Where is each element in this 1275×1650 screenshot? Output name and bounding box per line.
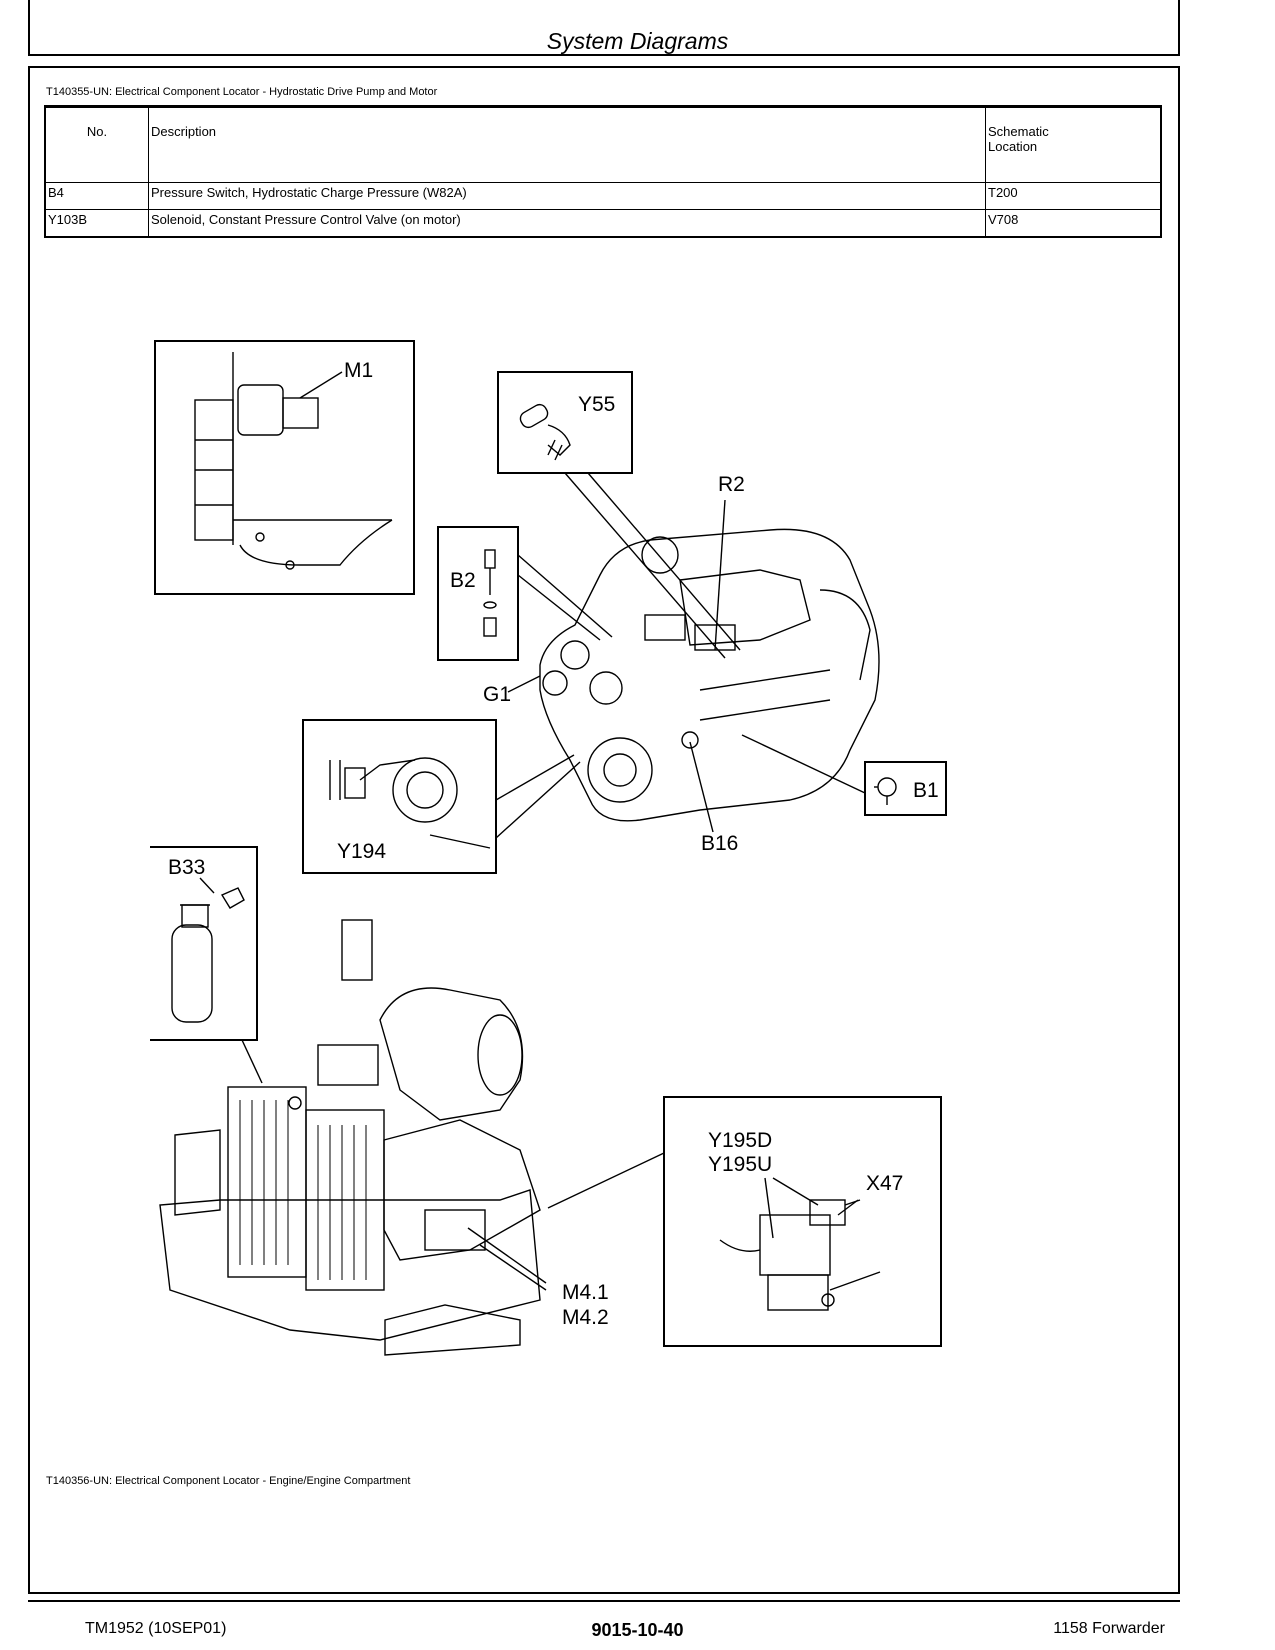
- engine-drawing: [539, 528, 880, 822]
- callout-box-b33: [150, 846, 258, 1041]
- label-y195d: Y195D: [708, 1129, 772, 1152]
- label-b16: B16: [701, 832, 738, 855]
- label-m4-2: M4.2: [562, 1306, 609, 1329]
- callout-box-y195: [663, 1096, 942, 1347]
- table-row: Y103B Solenoid, Constant Pressure Contro…: [44, 209, 1162, 238]
- leader-lines: [199, 472, 866, 1291]
- cell-description: Solenoid, Constant Pressure Control Valv…: [148, 209, 986, 238]
- label-r2: R2: [718, 473, 745, 496]
- header-frame: [28, 0, 1180, 56]
- label-b1: B1: [913, 779, 939, 802]
- engine-compartment-drawing: [159, 919, 541, 1356]
- table-header-row: No. Description Schematic Location: [44, 106, 1162, 183]
- column-header-no: No.: [44, 106, 149, 183]
- callout-box-b2: [437, 526, 519, 661]
- callout-box-y194: [302, 719, 497, 874]
- starter-motor-drawing: [194, 352, 393, 570]
- figure-caption: T140356-UN: Electrical Component Locator…: [46, 1475, 411, 1487]
- component-table: No. Description Schematic Location B4 Pr…: [44, 105, 1162, 238]
- valve-block-drawing: [719, 1199, 881, 1311]
- label-y194: Y194: [337, 840, 386, 863]
- callout-box-b1: [864, 761, 947, 816]
- footer-page-number: 9015-10-40: [591, 1620, 684, 1640]
- label-b33: B33: [168, 856, 205, 879]
- cell-description: Pressure Switch, Hydrostatic Charge Pres…: [148, 182, 986, 210]
- b2-sensor-drawing: [483, 549, 497, 637]
- table-caption: T140355-UN: Electrical Component Locator…: [46, 86, 438, 98]
- cell-location: V708: [985, 209, 1162, 238]
- footer-rule: [28, 1600, 1180, 1602]
- column-header-schematic-location: Schematic Location: [985, 106, 1162, 183]
- b1-sensor-drawing: [874, 777, 897, 805]
- cell-no: B4: [44, 182, 149, 210]
- page-title: System Diagrams: [546, 28, 729, 54]
- label-m1: M1: [344, 359, 373, 382]
- component-locator-diagram: M1 Y55 R2 B2 G1 Y194 B16 B1 B33 Y195D Y1…: [150, 340, 947, 1356]
- y55-solenoid-drawing: [519, 403, 571, 461]
- footer-manual-id: TM1952 (10SEP01): [85, 1620, 227, 1637]
- callout-box-m1: [154, 340, 415, 595]
- label-b2: B2: [450, 569, 476, 592]
- receiver-dryer-drawing: [171, 887, 245, 1023]
- callout-box-y55: [497, 371, 633, 474]
- cell-no: Y103B: [44, 209, 149, 238]
- label-g1: G1: [483, 683, 511, 706]
- label-x47: X47: [866, 1172, 903, 1195]
- column-header-schematic-location-text: Schematic Location: [988, 124, 1049, 154]
- content-frame: [28, 66, 1180, 1594]
- label-y55: Y55: [578, 393, 615, 416]
- footer-machine-name: 1158 Forwarder: [1053, 1620, 1165, 1637]
- column-header-description: Description: [148, 106, 986, 183]
- table-row: B4 Pressure Switch, Hydrostatic Charge P…: [44, 182, 1162, 210]
- cell-location: T200: [985, 182, 1162, 210]
- ac-compressor-drawing: [329, 757, 491, 849]
- label-m4-1: M4.1: [562, 1281, 609, 1304]
- label-y195u: Y195U: [708, 1153, 772, 1176]
